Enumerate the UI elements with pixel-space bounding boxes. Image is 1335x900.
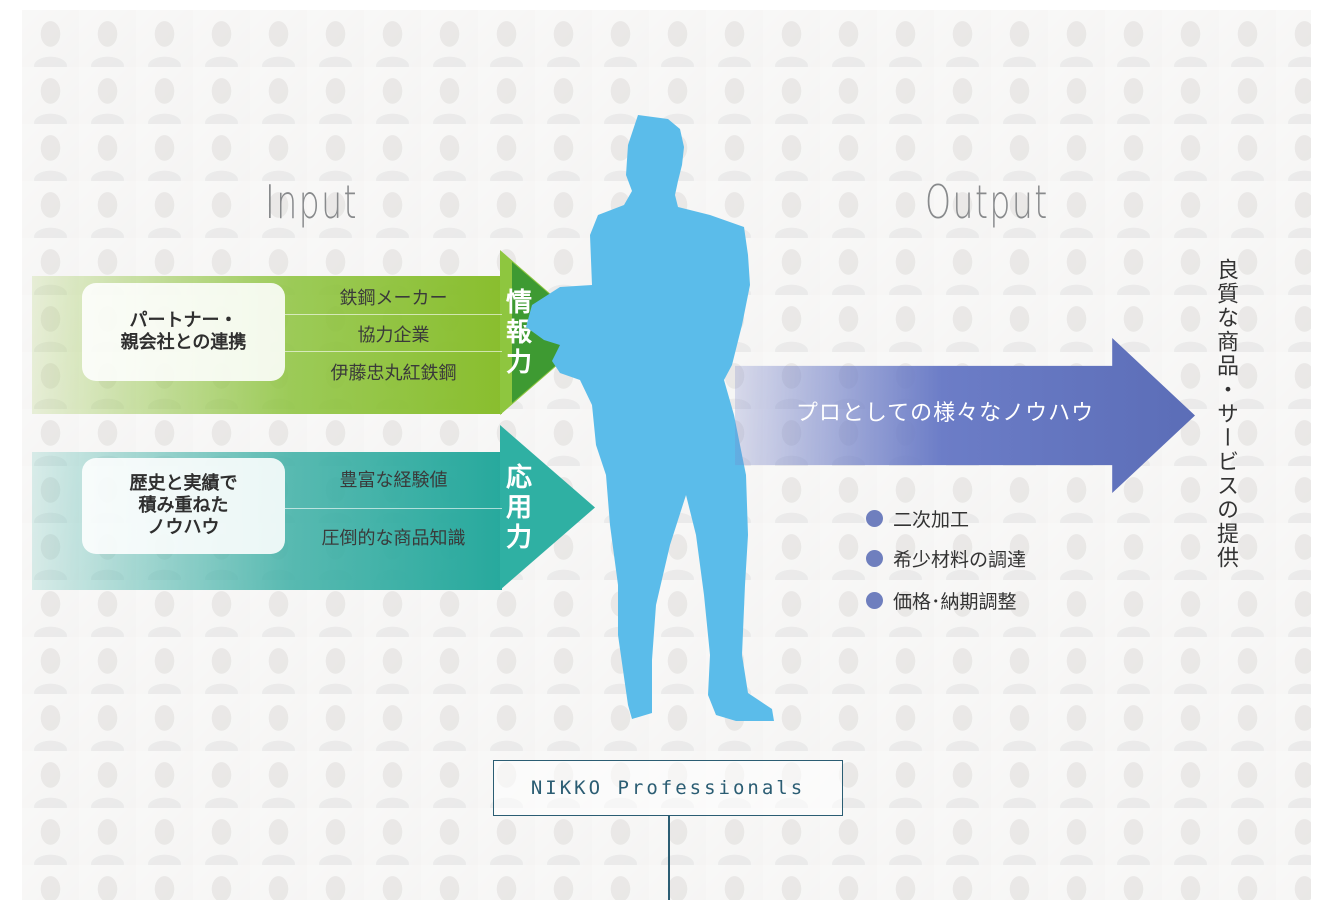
- bullet-dot-icon: [866, 509, 883, 527]
- result-vertical-text: 良質な商品・サービスの提供: [1213, 258, 1238, 570]
- row-divider: [285, 351, 502, 352]
- input-group-history: 歴史と実績で 積み重ねた ノウハウ: [82, 458, 285, 554]
- output-bullet: 希少材料の調達: [866, 546, 1027, 571]
- row-divider: [285, 508, 502, 509]
- output-bullet-label: 価格･納期調整: [893, 590, 1017, 613]
- input-item-itochu-marubeni: 伊藤忠丸紅鉄鋼: [330, 363, 457, 384]
- output-bullet-label: 二次加工: [893, 508, 970, 531]
- row-divider: [285, 314, 502, 315]
- output-arrow-label: プロとしての様々なノウハウ: [795, 401, 1095, 426]
- nikko-professionals-badge: NIKKO Professionals: [493, 760, 843, 816]
- input-item-experience: 豊富な経験値: [339, 470, 448, 491]
- input-item-steel-maker: 鉄鋼メーカー: [339, 288, 448, 309]
- output-bullet-label: 希少材料の調達: [893, 548, 1027, 571]
- bullet-dot-icon: [866, 591, 883, 609]
- output-bullet: 二次加工: [866, 506, 970, 531]
- person-silhouette-icon: [526, 115, 774, 721]
- input-heading: Input: [265, 175, 358, 229]
- input-group-partner: パートナー・ 親会社との連携: [82, 283, 285, 381]
- badge-connector-line: [668, 816, 670, 900]
- input-item-partner-company: 協力企業: [357, 325, 430, 346]
- apply-power-label: 応 用 力: [505, 463, 532, 553]
- input-item-product-knowledge: 圧倒的な商品知識: [321, 528, 466, 549]
- output-bullet: 価格･納期調整: [866, 588, 1017, 613]
- output-heading: Output: [925, 175, 1049, 229]
- bullet-dot-icon: [866, 549, 883, 567]
